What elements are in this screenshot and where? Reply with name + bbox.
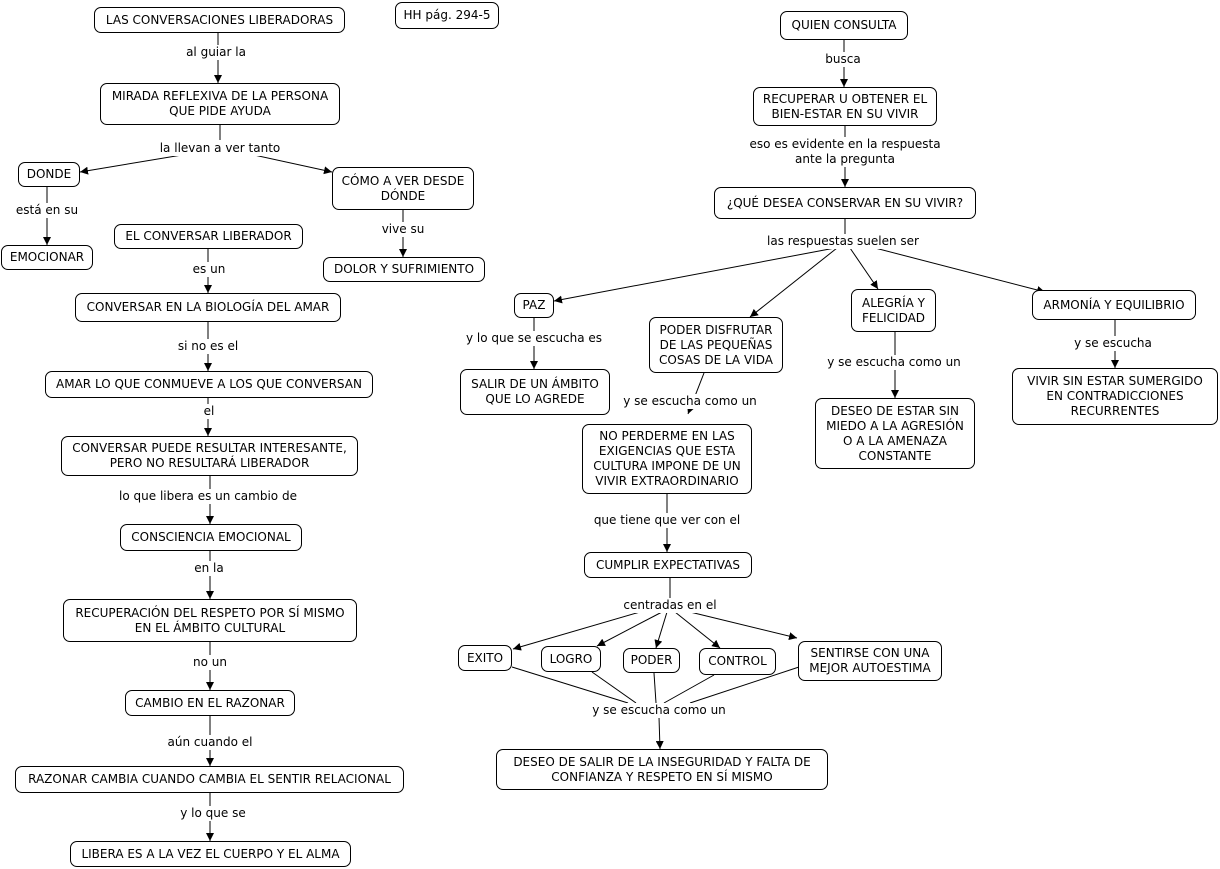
link-label-y-se-escucha-como-un-3: y se escucha como un xyxy=(591,703,727,718)
concept-conversar-interesante[interactable]: CONVERSAR PUEDE RESULTAR INTERESANTE, PE… xyxy=(61,436,358,476)
concept-no-perderme[interactable]: NO PERDERME EN LAS EXIGENCIAS QUE ESTA C… xyxy=(582,424,752,494)
concept-logro[interactable]: LOGRO xyxy=(541,646,601,672)
concept-sentirse-autoestima[interactable]: SENTIRSE CON UNA MEJOR AUTOESTIMA xyxy=(798,641,942,681)
link-label-la-llevan: la llevan a ver tanto xyxy=(158,141,282,156)
concept-hh-reference[interactable]: HH pág. 294-5 xyxy=(395,2,499,29)
link-label-vive-su: vive su xyxy=(380,222,426,237)
concept-poder[interactable]: PODER xyxy=(623,648,680,673)
concept-mirada-reflexiva[interactable]: MIRADA REFLEXIVA DE LA PERSONA QUE PIDE … xyxy=(100,83,340,125)
link-label-al-guiar: al guiar la xyxy=(185,45,247,60)
concept-consciencia-emocional[interactable]: CONSCIENCIA EMOCIONAL xyxy=(120,524,302,551)
link-label-y-se-escucha: y se escucha xyxy=(1073,336,1153,351)
concept-poder-disfrutar[interactable]: PODER DISFRUTAR DE LAS PEQUEÑAS COSAS DE… xyxy=(649,317,783,373)
link-label-eso-es-evidente: eso es evidente en la respuesta ante la … xyxy=(748,137,942,167)
link-label-y-lo-que-se: y lo que se xyxy=(179,806,247,821)
concept-conversaciones-liberadoras[interactable]: LAS CONVERSACIONES LIBERADORAS xyxy=(94,7,345,33)
concept-dolor-y-sufrimiento[interactable]: DOLOR Y SUFRIMIENTO xyxy=(323,257,485,282)
concept-como-a-ver[interactable]: CÓMO A VER DESDE DÓNDE xyxy=(332,167,474,210)
link-label-las-respuestas: las respuestas suelen ser xyxy=(766,234,920,249)
concept-amar-lo-que-conmueve[interactable]: AMAR LO QUE CONMUEVE A LOS QUE CONVERSAN xyxy=(45,371,373,398)
link-label-es-un: es un xyxy=(191,262,227,277)
link-label-si-no-es-el: si no es el xyxy=(176,339,240,354)
link-label-y-se-escucha-como-un-2: y se escucha como un xyxy=(826,355,962,370)
link-label-aun-cuando: aún cuando el xyxy=(166,735,254,750)
concept-razonar-cambia[interactable]: RAZONAR CAMBIA CUANDO CAMBIA EL SENTIR R… xyxy=(15,766,404,793)
concept-exito[interactable]: EXITO xyxy=(458,645,512,671)
link-label-esta-en-su: está en su xyxy=(14,203,80,218)
concept-el-conversar-liberador[interactable]: EL CONVERSAR LIBERADOR xyxy=(114,224,303,249)
concept-armonia-equilibrio[interactable]: ARMONÍA Y EQUILIBRIO xyxy=(1032,290,1196,320)
link-label-y-lo-que-se-escucha-es: y lo que se escucha es xyxy=(464,331,604,346)
concept-biologia-del-amar[interactable]: CONVERSAR EN LA BIOLOGÍA DEL AMAR xyxy=(75,293,341,322)
concept-alegria-felicidad[interactable]: ALEGRÍA Y FELICIDAD xyxy=(851,289,936,332)
link-label-en-la: en la xyxy=(193,561,225,576)
concept-deseo-sin-miedo[interactable]: DESEO DE ESTAR SIN MIEDO A LA AGRESIÓN O… xyxy=(815,398,975,469)
concept-control[interactable]: CONTROL xyxy=(699,648,776,675)
concept-cambio-en-el-razonar[interactable]: CAMBIO EN EL RAZONAR xyxy=(125,690,295,716)
link-label-busca: busca xyxy=(824,52,862,67)
concept-recuperacion-respeto[interactable]: RECUPERACIÓN DEL RESPETO POR SÍ MISMO EN… xyxy=(63,599,357,642)
link-label-no-un: no un xyxy=(192,655,228,670)
link-label-y-se-escucha-como-un-1: y se escucha como un xyxy=(622,394,758,409)
concept-que-desea-conservar[interactable]: ¿QUÉ DESEA CONSERVAR EN SU VIVIR? xyxy=(714,187,976,219)
concept-recuperar-bienestar[interactable]: RECUPERAR U OBTENER EL BIEN-ESTAR EN SU … xyxy=(753,87,937,126)
link-label-lo-que-libera: lo que libera es un cambio de xyxy=(118,489,298,504)
concept-libera-cuerpo-alma[interactable]: LIBERA ES A LA VEZ EL CUERPO Y EL ALMA xyxy=(70,841,351,867)
concept-cumplir-expectativas[interactable]: CUMPLIR EXPECTATIVAS xyxy=(584,552,752,578)
concept-paz[interactable]: PAZ xyxy=(514,293,554,318)
link-label-el: el xyxy=(202,404,216,419)
link-label-centradas-en-el: centradas en el xyxy=(622,598,718,613)
concept-emocionar[interactable]: EMOCIONAR xyxy=(1,245,93,270)
concept-quien-consulta[interactable]: QUIEN CONSULTA xyxy=(780,11,908,40)
concept-vivir-sin-contradicciones[interactable]: VIVIR SIN ESTAR SUMERGIDO EN CONTRADICCI… xyxy=(1012,368,1218,425)
concept-deseo-salir-inseguridad[interactable]: DESEO DE SALIR DE LA INSEGURIDAD Y FALTA… xyxy=(496,749,828,790)
concept-donde[interactable]: DONDE xyxy=(18,162,80,187)
link-label-que-tiene-que-ver: que tiene que ver con el xyxy=(592,513,742,528)
concept-salir-ambito[interactable]: SALIR DE UN ÁMBITO QUE LO AGREDE xyxy=(460,369,610,415)
